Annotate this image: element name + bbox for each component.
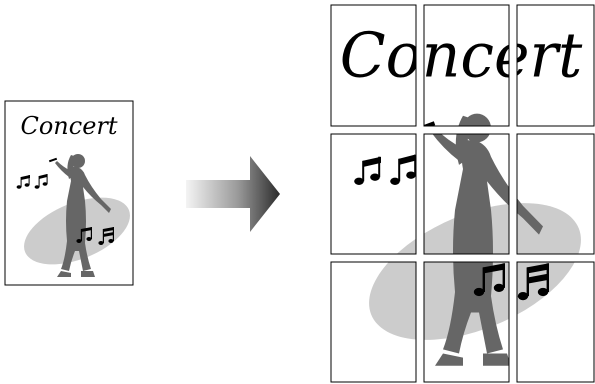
tile-r3c1 [330,261,417,383]
tile-r2c2 [423,133,510,255]
tile-r1c2 [423,4,510,127]
poster-artwork: Concert [340,21,595,368]
original-page-title: Concert [20,112,117,140]
tile-r3c2 [423,261,510,383]
tile-r2c3 [516,133,595,255]
tile-grid [330,4,595,383]
tile-r1c3 [516,4,595,127]
poster-title: Concert [340,21,583,92]
tile-gutters [326,0,595,384]
original-page: Concert [4,100,140,286]
poster-output: Concert [326,0,595,384]
tile-r2c1 [330,133,417,255]
tile-r1c1 [330,4,417,127]
arrow-right-icon [186,156,280,232]
tile-r3c3 [516,261,595,383]
